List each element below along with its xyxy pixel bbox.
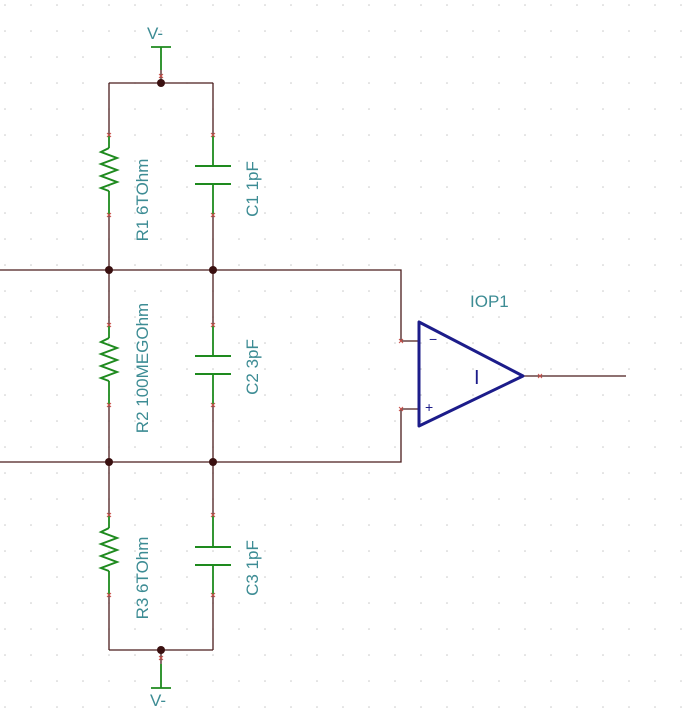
- capacitor-c2[interactable]: [195, 325, 231, 405]
- resistor-r2[interactable]: [98, 325, 120, 405]
- junction-nodes: [105, 79, 217, 654]
- r1-label: R1 6TOhm: [133, 159, 152, 242]
- supply-bottom-label: V-: [150, 691, 166, 710]
- c2-label: C2 3pF: [243, 339, 262, 395]
- capacitor-c3[interactable]: [195, 515, 231, 595]
- resistor-r1[interactable]: [98, 135, 120, 215]
- pin-markers: [106, 73, 543, 661]
- noninverting-input-sign: +: [425, 399, 433, 415]
- opamp-symbol: I: [474, 367, 480, 389]
- supply-top-label: V-: [147, 24, 163, 43]
- opamp-iop1[interactable]: − + I: [417, 320, 525, 428]
- c1-label: C1 1pF: [243, 161, 262, 217]
- r3-label: R3 6TOhm: [133, 537, 152, 620]
- supply-top: V-: [147, 24, 171, 70]
- capacitor-c1[interactable]: [195, 135, 231, 215]
- r2-label: R2 100MEGOhm: [133, 303, 152, 433]
- supply-bottom: V-: [150, 664, 171, 710]
- c3-label: C3 1pF: [243, 540, 262, 596]
- opamp-label: IOP1: [470, 292, 509, 311]
- wires: [0, 70, 626, 664]
- inverting-input-sign: −: [429, 331, 437, 347]
- resistor-r3[interactable]: [98, 515, 120, 595]
